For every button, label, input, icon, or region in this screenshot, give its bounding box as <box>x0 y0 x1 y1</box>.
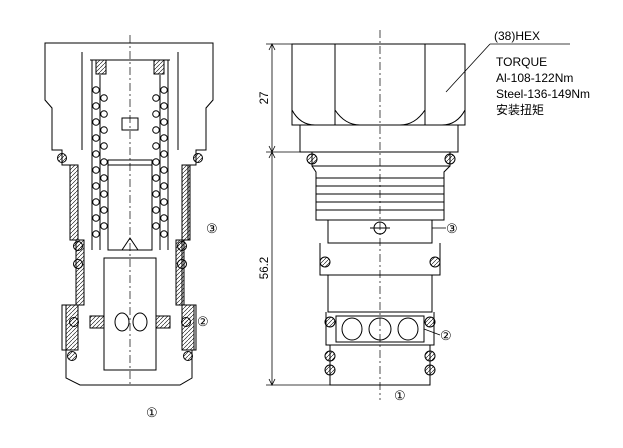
port-1-label-exterior: ① <box>394 388 406 403</box>
spring-right <box>152 86 168 238</box>
port-1-label-section: ① <box>146 405 158 420</box>
torque-aluminum: Al-108-122Nm <box>496 71 573 85</box>
exterior-view <box>291 30 466 400</box>
port-2-label-exterior: ② <box>440 328 452 343</box>
hex-label: (38)HEX <box>494 29 540 43</box>
port-2-label-section: ② <box>197 314 209 329</box>
dimension-56-2: 56.2 <box>259 257 271 279</box>
torque-title: TORQUE <box>496 55 547 69</box>
hex-leader <box>445 43 570 93</box>
dimension-lines <box>266 43 330 386</box>
spring-left <box>92 86 108 238</box>
port-3-label-exterior: ③ <box>446 221 458 236</box>
section-view <box>44 35 214 386</box>
torque-chinese: 安装扭矩 <box>496 102 544 117</box>
port-3-label-section: ③ <box>206 221 218 236</box>
torque-steel: Steel-136-149Nm <box>496 87 590 101</box>
dimension-27: 27 <box>259 92 271 105</box>
